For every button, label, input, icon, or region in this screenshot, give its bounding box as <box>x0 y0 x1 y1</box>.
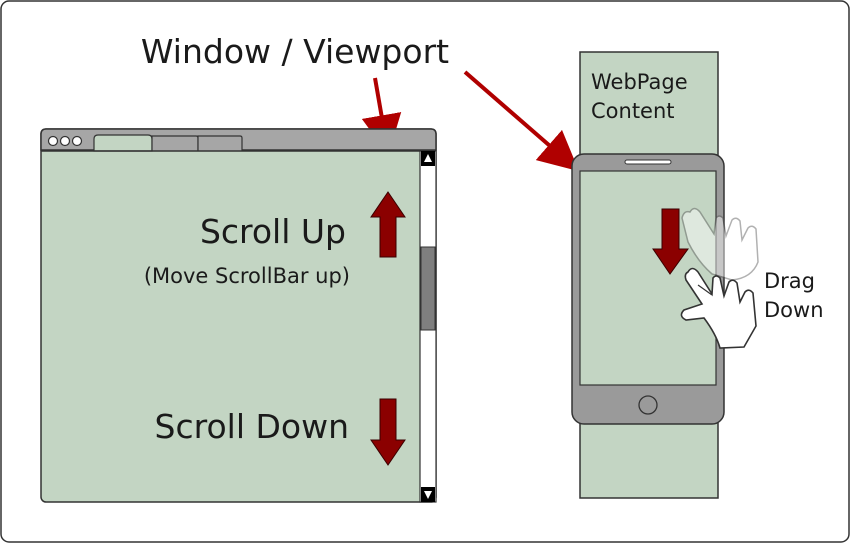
scroll-up-hint: (Move ScrollBar up) <box>144 264 350 288</box>
hand-pointer-ghost-icon <box>681 207 759 281</box>
mobile-scenario: WebPage Content Drag Down <box>571 51 824 499</box>
scroll-up-triangle-icon <box>424 154 432 162</box>
scroll-down-label: Scroll Down <box>155 407 349 446</box>
scroll-up-label: Scroll Up <box>200 212 346 251</box>
hand-pointer-icon <box>680 267 757 349</box>
window-maximize-icon[interactable] <box>71 135 83 147</box>
webpage-content-label: WebPage <box>591 70 688 94</box>
scrollbar[interactable] <box>419 150 437 503</box>
browser-tab[interactable] <box>151 135 199 151</box>
phone-home-button[interactable] <box>638 395 658 415</box>
browser-tab[interactable] <box>197 135 243 151</box>
scroll-up-arrow-icon <box>370 191 406 258</box>
browser-window: Scroll Up (Move ScrollBar up) Scroll Dow… <box>40 128 437 503</box>
window-close-icon[interactable] <box>47 135 59 147</box>
drag-down-arrow-icon <box>652 208 689 275</box>
browser-tab-active[interactable] <box>93 134 153 152</box>
viewport-title: Window / Viewport <box>141 32 449 71</box>
scroll-down-triangle-icon <box>424 491 432 499</box>
window-minimize-icon[interactable] <box>59 135 71 147</box>
webpage-content-label: Content <box>591 99 675 123</box>
gesture-label: Down <box>764 298 824 322</box>
viewport-pointer-arrow-mobile <box>463 70 580 172</box>
scroll-down-arrow-icon <box>370 398 406 466</box>
phone-speaker-icon <box>624 159 672 165</box>
gesture-label: Drag <box>764 269 815 293</box>
scrollbar-thumb[interactable] <box>420 246 436 331</box>
